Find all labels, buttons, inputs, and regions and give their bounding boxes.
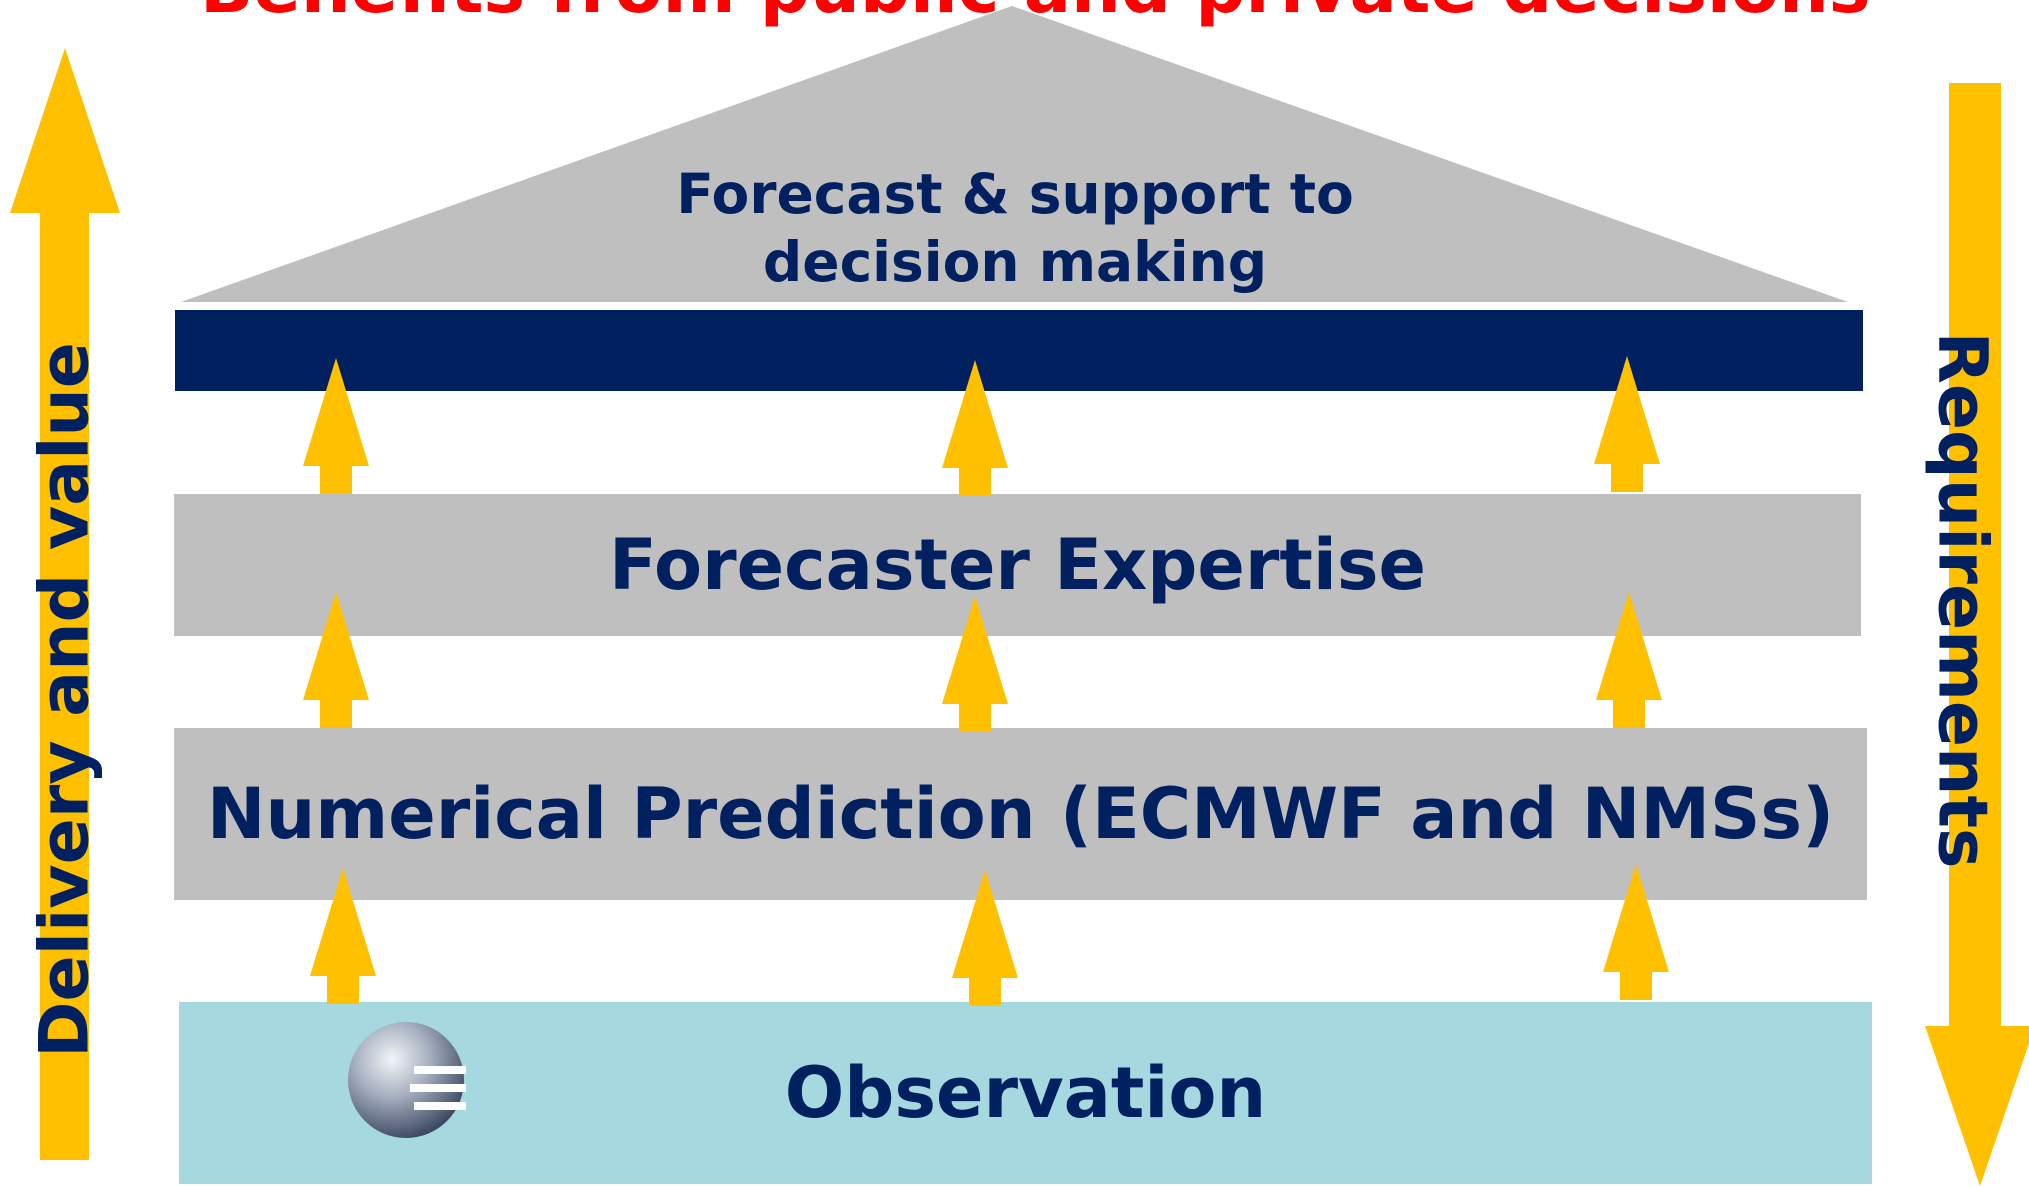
right-side-label: Requirements bbox=[1922, 331, 2002, 869]
up-arrow-icon bbox=[1596, 592, 1662, 728]
left-arrow-shaft bbox=[40, 200, 89, 1160]
right-arrow-shaft bbox=[1949, 83, 2001, 1033]
layer-forecaster-expertise: Forecaster Expertise bbox=[174, 494, 1861, 636]
up-arrow-icon bbox=[303, 358, 369, 494]
layer-numerical-prediction: Numerical Prediction (ECMWF and NMSs) bbox=[174, 728, 1867, 900]
up-arrow-icon bbox=[942, 360, 1008, 496]
ecmwf-globe-icon bbox=[348, 1022, 466, 1138]
roof-line-2: decision making bbox=[762, 230, 1268, 294]
roof-label: Forecast & support to decision making bbox=[600, 160, 1430, 296]
up-arrow-icon bbox=[303, 592, 369, 728]
up-arrow-icon bbox=[952, 870, 1018, 1006]
up-arrow-icon bbox=[310, 868, 376, 1004]
roof-beam bbox=[175, 310, 1863, 391]
right-down-arrow-icon bbox=[1925, 1026, 2029, 1186]
layer-numerical-label: Numerical Prediction (ECMWF and NMSs) bbox=[206, 773, 1835, 855]
left-side-label: Delivery and value bbox=[25, 342, 105, 1058]
roof-line-1: Forecast & support to bbox=[676, 162, 1354, 226]
up-arrow-icon bbox=[942, 596, 1008, 732]
layer-observation-label: Observation bbox=[784, 1052, 1267, 1134]
layer-forecaster-label: Forecaster Expertise bbox=[609, 524, 1426, 606]
up-arrow-icon bbox=[1603, 864, 1669, 1000]
left-up-arrow-icon bbox=[10, 48, 120, 213]
up-arrow-icon bbox=[1594, 356, 1660, 492]
